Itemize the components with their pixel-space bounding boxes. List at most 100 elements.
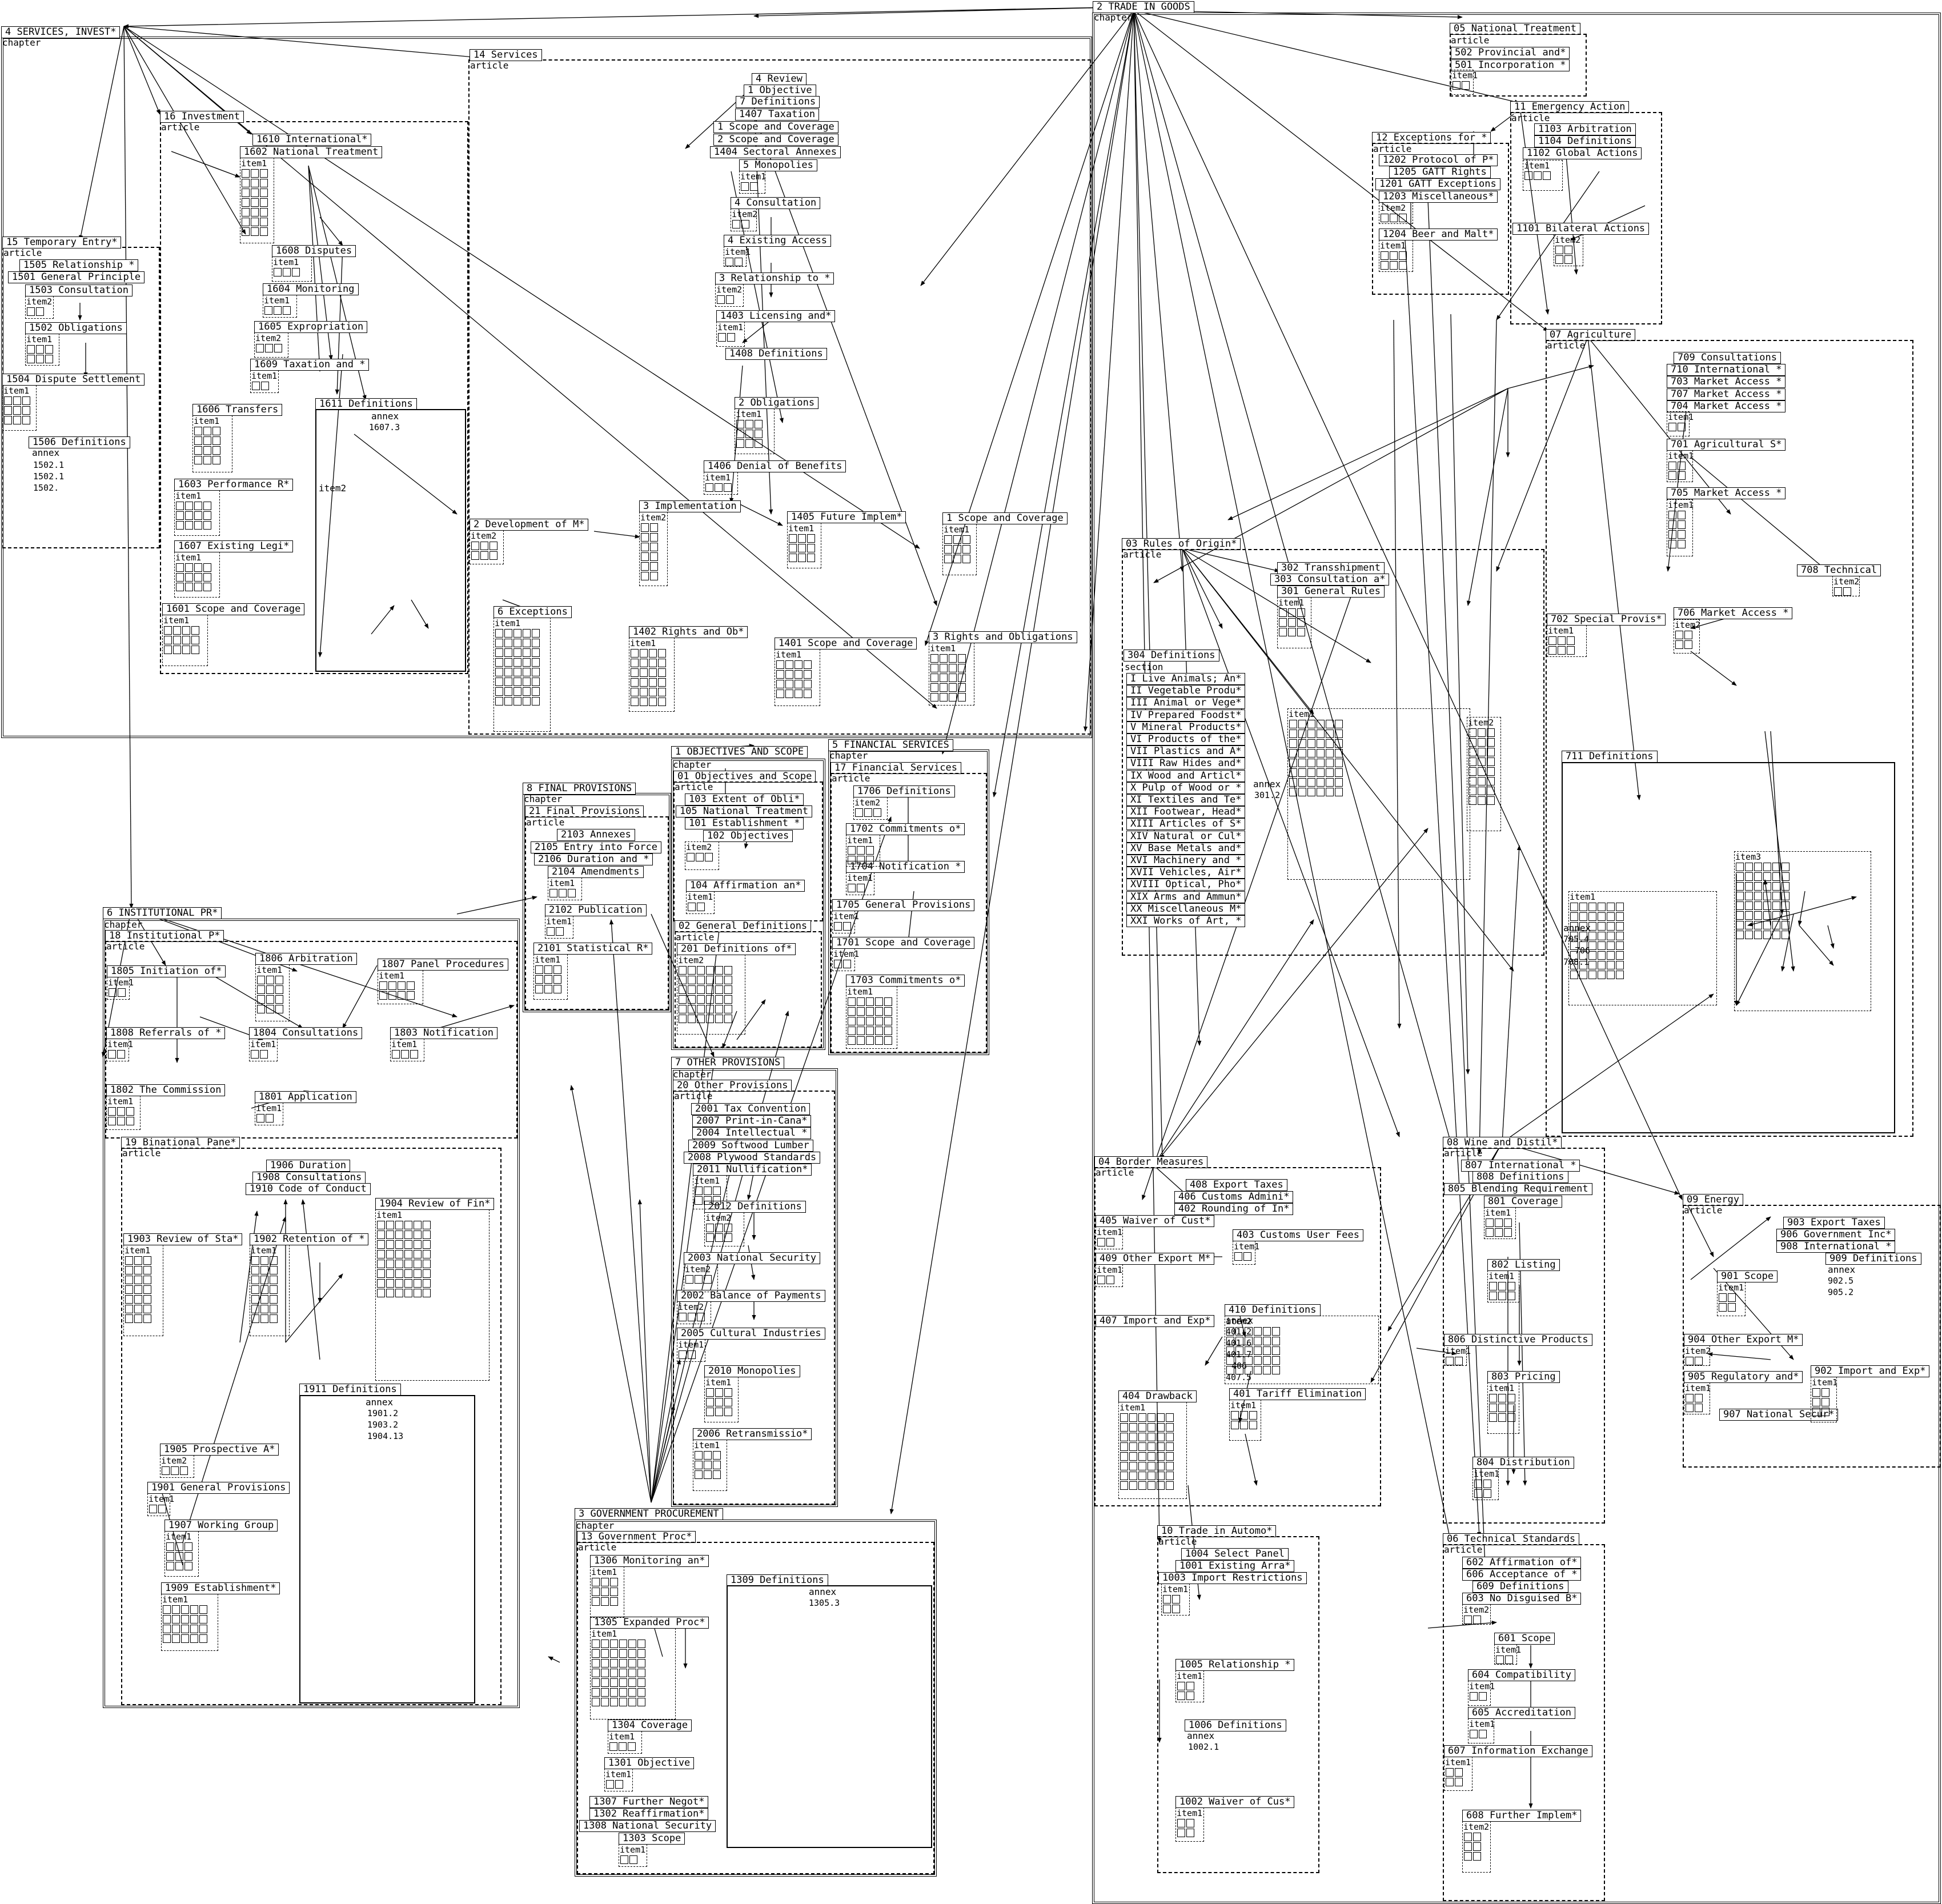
node-1505-relationship[interactable]: 1505 Relationship *: [19, 259, 139, 271]
section-304-item[interactable]: III Animal or Vege*: [1126, 697, 1246, 710]
node-607-information-exchange[interactable]: 607 Information Exchange: [1444, 1745, 1592, 1757]
node-1610-international[interactable]: 1610 International*: [252, 134, 372, 146]
node-708-technical[interactable]: 708 Technical: [1797, 564, 1881, 576]
node-1306-monitoring[interactable]: 1306 Monitoring an*: [590, 1555, 709, 1567]
group-title-border-measures[interactable]: 04 Border Measures: [1094, 1156, 1208, 1168]
node-1911-definitions[interactable]: 1911 Definitions: [299, 1384, 401, 1396]
node-709-consultations[interactable]: 709 Consultations: [1674, 352, 1781, 364]
node-1307-further-negot[interactable]: 1307 Further Negot*: [589, 1796, 709, 1808]
node-2005-cultural-industries[interactable]: 2005 Cultural Industries: [677, 1328, 825, 1340]
chapter-title-other[interactable]: 7 OTHER PROVISIONS: [671, 1057, 785, 1069]
node-404-drawback[interactable]: 404 Drawback: [1118, 1390, 1197, 1402]
node-103-extent[interactable]: 103 Extent of Obli*: [685, 793, 804, 805]
node-710-international[interactable]: 710 International *: [1667, 364, 1786, 376]
node-1301-objective[interactable]: 1301 Objective: [604, 1757, 695, 1769]
node-1503-consultation[interactable]: 1503 Consultation: [25, 284, 133, 296]
section-304-item[interactable]: XI Textiles and Te*: [1126, 794, 1246, 806]
node-1502-obligations[interactable]: 1502 Obligations: [25, 322, 127, 334]
node-104-affirmation[interactable]: 104 Affirmation an*: [686, 880, 805, 892]
node-2003-national-security[interactable]: 2003 National Security: [684, 1252, 821, 1264]
node-2104-amendments[interactable]: 2104 Amendments: [548, 866, 644, 878]
node-807-international[interactable]: 807 International *: [1461, 1160, 1580, 1172]
node-1601-scope[interactable]: 1601 Scope and Coverage: [162, 603, 305, 615]
node-1001-existing-arra[interactable]: 1001 Existing Arra*: [1175, 1560, 1295, 1572]
node-1903-review-sta[interactable]: 1903 Review of Sta*: [123, 1233, 243, 1245]
node-1402-rights[interactable]: 1402 Rights and Ob*: [629, 626, 748, 638]
node-1602-national-treatment[interactable]: 1602 National Treatment: [240, 146, 383, 158]
node-1901-general-provisions[interactable]: 1901 General Provisions: [147, 1482, 290, 1494]
section-304-item[interactable]: VIII Raw Hides and*: [1126, 757, 1246, 770]
node-3-implementation[interactable]: 3 Implementation: [639, 500, 741, 512]
node-1904-review-fin[interactable]: 1904 Review of Fin*: [375, 1198, 495, 1210]
node-2-obligations[interactable]: 2 Obligations: [735, 397, 819, 409]
node-1407-taxation[interactable]: 1407 Taxation: [735, 109, 820, 121]
node-909-definitions[interactable]: 909 Definitions: [1825, 1253, 1921, 1265]
node-102-objectives[interactable]: 102 Objectives: [703, 830, 793, 842]
group-title-trade-automotive[interactable]: 10 Trade in Automo*: [1157, 1525, 1277, 1537]
node-1704-notification[interactable]: 1704 Notification *: [846, 861, 965, 873]
group-title-rules-of-origin[interactable]: 03 Rules of Origin*: [1122, 538, 1241, 550]
section-304-item[interactable]: XV Base Metals and*: [1126, 842, 1246, 855]
chapter-title-financial[interactable]: 5 FINANCIAL SERVICES: [828, 739, 953, 751]
node-501-incorporation[interactable]: 501 Incorporation *: [1451, 59, 1570, 71]
node-408-export-taxes[interactable]: 408 Export Taxes: [1186, 1179, 1287, 1191]
node-1504-dispute-settlement[interactable]: 1504 Dispute Settlement: [2, 374, 145, 386]
node-1103-arbitration[interactable]: 1103 Arbitration: [1534, 123, 1636, 135]
node-803-pricing[interactable]: 803 Pricing: [1487, 1371, 1560, 1383]
group-title-energy[interactable]: 09 Energy: [1683, 1194, 1744, 1206]
node-1406-denial-of-benefits[interactable]: 1406 Denial of Benefits: [704, 460, 846, 472]
node-1501-general-principle[interactable]: 1501 General Principle: [8, 271, 145, 283]
node-805-blending[interactable]: 805 Blending Requirement: [1444, 1183, 1592, 1195]
node-201-definitions[interactable]: 201 Definitions of*: [677, 943, 796, 955]
node-706-market-access[interactable]: 706 Market Access *: [1674, 607, 1793, 619]
node-908-international[interactable]: 908 International *: [1776, 1241, 1896, 1253]
node-1401-scope[interactable]: 1401 Scope and Coverage: [775, 638, 917, 650]
group-title-technical-standards[interactable]: 06 Technical Standards: [1443, 1533, 1580, 1545]
group-title-wine-distilled[interactable]: 08 Wine and Distil*: [1443, 1137, 1562, 1149]
node-702-special[interactable]: 702 Special Provis*: [1547, 614, 1666, 626]
node-1705-general-provisions[interactable]: 1705 General Provisions: [832, 899, 975, 911]
node-1807-panel-procedures[interactable]: 1807 Panel Procedures: [378, 959, 508, 971]
node-1603-performance[interactable]: 1603 Performance R*: [174, 479, 294, 491]
node-2011-nullification[interactable]: 2011 Nullification*: [693, 1164, 812, 1176]
node-1806-arbitration[interactable]: 1806 Arbitration: [255, 953, 357, 965]
node-802-listing[interactable]: 802 Listing: [1487, 1259, 1560, 1271]
node-1706-definitions[interactable]: 1706 Definitions: [853, 785, 955, 797]
node-1404-sectoral-annexes[interactable]: 1404 Sectoral Annexes: [710, 146, 841, 158]
node-1309-definitions[interactable]: 1309 Definitions: [727, 1574, 828, 1586]
section-304-item[interactable]: XII Footwear, Head*: [1126, 806, 1246, 819]
node-1605-expropriation[interactable]: 1605 Expropriation: [254, 321, 368, 333]
group-title-emergency-action[interactable]: 11 Emergency Action: [1510, 101, 1630, 113]
node-1302-reaffirmation[interactable]: 1302 Reaffirmation*: [589, 1808, 709, 1820]
node-1403-licensing[interactable]: 1403 Licensing and*: [716, 310, 836, 322]
section-304-item[interactable]: XVII Vehicles, Air*: [1126, 867, 1246, 879]
node-1608-disputes[interactable]: 1608 Disputes: [272, 245, 356, 257]
node-1703-commitments[interactable]: 1703 Commitments o*: [846, 975, 965, 987]
section-304-item[interactable]: XIII Articles of S*: [1126, 818, 1246, 831]
group-title-financial-services[interactable]: 17 Financial Services: [830, 762, 961, 774]
node-1201-gatt-exceptions[interactable]: 1201 GATT Exceptions: [1375, 178, 1500, 190]
section-304-item[interactable]: XXI Works of Art, *: [1126, 915, 1246, 927]
group-title-final-provisions[interactable]: 21 Final Provisions: [525, 805, 644, 817]
node-4-review[interactable]: 4 Review: [752, 73, 807, 85]
node-1701-scope[interactable]: 1701 Scope and Coverage: [832, 937, 975, 949]
section-304-item[interactable]: XX Miscellaneous M*: [1126, 903, 1246, 915]
chapter-title-final[interactable]: 8 FINAL PROVISIONS: [523, 783, 636, 795]
node-1004-select-panel[interactable]: 1004 Select Panel: [1181, 1548, 1289, 1560]
node-1803-notification[interactable]: 1803 Notification: [390, 1027, 497, 1039]
node-1908-consultations[interactable]: 1908 Consultations: [252, 1172, 366, 1184]
node-303-consultation[interactable]: 303 Consultation a*: [1270, 574, 1390, 586]
node-1202-protocol[interactable]: 1202 Protocol of P*: [1379, 154, 1498, 166]
chapter-title-gov-procurement[interactable]: 3 GOVERNMENT PROCUREMENT: [575, 1508, 723, 1520]
node-1805-initiation[interactable]: 1805 Initiation of*: [107, 965, 226, 977]
node-906-government[interactable]: 906 Government Inc*: [1776, 1229, 1896, 1241]
node-2101-statistical[interactable]: 2101 Statistical R*: [533, 943, 653, 955]
node-1308-national-security[interactable]: 1308 National Security: [579, 1820, 716, 1832]
node-605-accreditation[interactable]: 605 Accreditation: [1468, 1707, 1575, 1719]
node-2002-balance-of-payments[interactable]: 2002 Balance of Payments: [677, 1290, 825, 1302]
node-3-rights-and-obligations[interactable]: 3 Rights and Obligations: [929, 631, 1077, 643]
node-606-acceptance[interactable]: 606 Acceptance of *: [1462, 1569, 1582, 1581]
node-608-further-implem[interactable]: 608 Further Implem*: [1462, 1810, 1582, 1822]
node-2004-intellectual[interactable]: 2004 Intellectual *: [692, 1127, 812, 1139]
group-title-gov-proc[interactable]: 13 Government Proc*: [577, 1531, 696, 1543]
